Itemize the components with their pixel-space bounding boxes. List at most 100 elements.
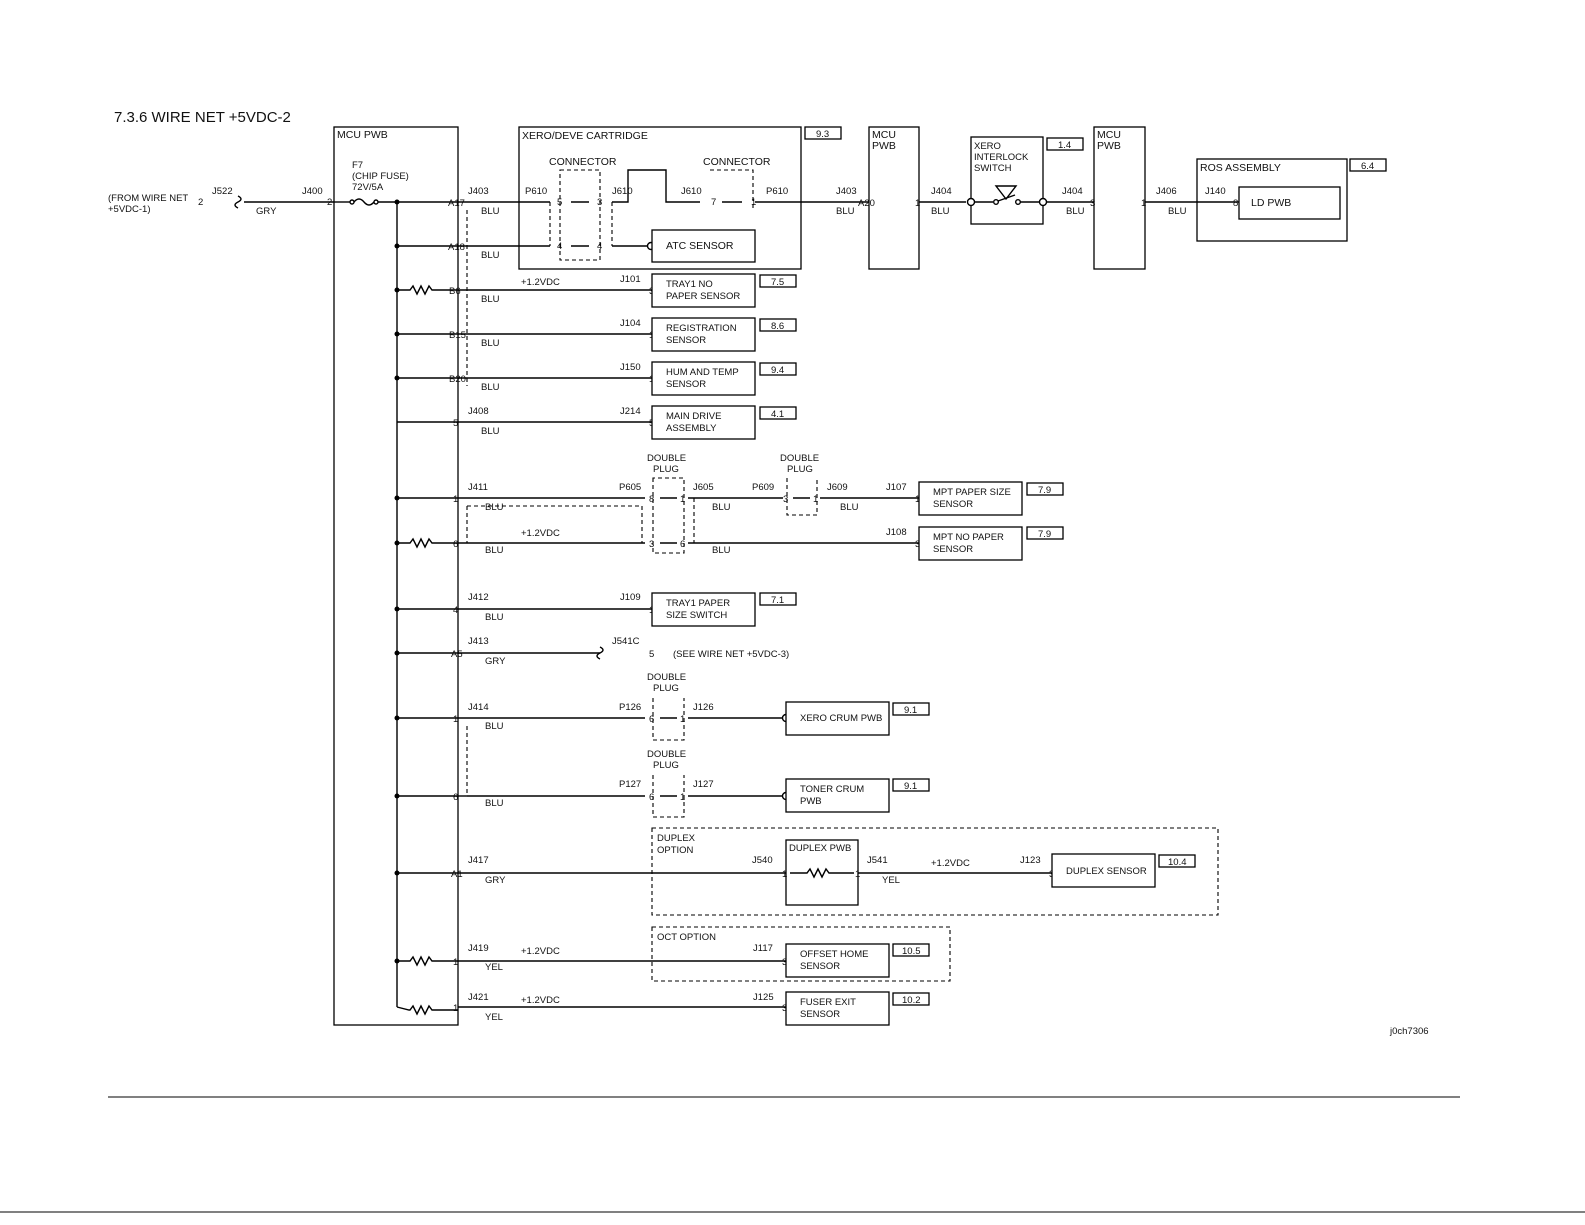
svg-text:6: 6 (649, 792, 654, 803)
svg-text:J214: J214 (620, 406, 641, 417)
svg-text:10.4: 10.4 (1168, 857, 1187, 868)
source-label-2: +5VDC-1) (108, 204, 151, 215)
fuser-branch: 1 J421 YEL +1.2VDC J125 3 FUSER EXIT SEN… (453, 991, 930, 1026)
svg-text:DOUBLE: DOUBLE (647, 749, 686, 760)
svg-text:3: 3 (782, 957, 787, 968)
svg-text:OFFSET HOME: OFFSET HOME (800, 949, 868, 960)
branch-j408: 5 J408 BLU J214 5 MAIN DRIVE ASSEMBLY 4.… (453, 405, 797, 440)
svg-text:PLUG: PLUG (653, 760, 679, 771)
svg-text:7: 7 (711, 197, 716, 208)
svg-text:J421: J421 (468, 992, 489, 1003)
svg-text:6: 6 (649, 714, 654, 725)
registration-sensor-box (651, 317, 756, 352)
svg-text:DUPLEX PWB: DUPLEX PWB (789, 843, 851, 854)
svg-text:J404: J404 (931, 186, 952, 197)
svg-text:+1.2VDC: +1.2VDC (521, 528, 560, 539)
svg-text:9.1: 9.1 (904, 781, 917, 792)
tray1-no-paper-sensor-box (651, 273, 756, 308)
toner-crum-pwb-box (785, 778, 890, 813)
fuser-exit-sensor-box (785, 991, 890, 1026)
svg-text:J126: J126 (693, 702, 714, 713)
svg-text:1: 1 (453, 494, 458, 505)
svg-text:HUM AND TEMP: HUM AND TEMP (666, 367, 739, 378)
svg-text:1: 1 (751, 197, 756, 208)
svg-text:BLU: BLU (836, 206, 855, 217)
svg-text:PLUG: PLUG (653, 464, 679, 475)
svg-text:J403: J403 (836, 186, 857, 197)
atc-sensor-box (651, 229, 756, 263)
svg-text:7.9: 7.9 (1038, 485, 1051, 496)
svg-text:4: 4 (597, 241, 602, 252)
p610-label-2: P610 (766, 186, 788, 197)
svg-text:J540: J540 (752, 855, 773, 866)
svg-text:MCU: MCU (1097, 129, 1121, 141)
duplex-option: DUPLEX OPTION A1 J417 GRY J540 1 DUPLEX … (451, 827, 1219, 916)
svg-text:DOUBLE: DOUBLE (647, 672, 686, 683)
svg-text:YEL: YEL (485, 962, 503, 973)
hum-temp-sensor-box (651, 361, 756, 396)
svg-text:5: 5 (649, 649, 654, 660)
svg-text:J104: J104 (620, 318, 641, 329)
svg-text:SENSOR: SENSOR (800, 1009, 840, 1020)
svg-text:J411: J411 (468, 482, 488, 493)
svg-text:GRY: GRY (485, 656, 506, 667)
svg-text:1: 1 (782, 869, 787, 880)
svg-text:J413: J413 (468, 636, 489, 647)
svg-text:BLU: BLU (712, 545, 731, 556)
svg-text:6.4: 6.4 (1361, 161, 1374, 172)
svg-text:J414: J414 (468, 702, 489, 713)
svg-text:BLU: BLU (481, 338, 500, 349)
ros-ref-badge (1349, 158, 1387, 172)
p610-label: P610 (525, 186, 547, 197)
svg-text:+1.2VDC: +1.2VDC (521, 995, 560, 1006)
svg-text:1: 1 (453, 1003, 458, 1014)
svg-text:DUPLEX SENSOR: DUPLEX SENSOR (1066, 866, 1147, 877)
svg-text:YEL: YEL (882, 875, 900, 886)
svg-text:OCT OPTION: OCT OPTION (657, 932, 716, 943)
svg-text:BLU: BLU (485, 612, 504, 623)
svg-text:BLU: BLU (481, 294, 500, 305)
connector-label-1: CONNECTOR (549, 156, 617, 168)
ros-assembly-box (1196, 158, 1348, 242)
svg-text:A20: A20 (858, 198, 875, 209)
mcu-pwb-box-2 (868, 126, 920, 270)
svg-text:J404: J404 (1062, 186, 1083, 197)
svg-text:J108: J108 (886, 527, 907, 538)
mpt-section: DOUBLE PLUG DOUBLE PLUG J411 1 6 BLU BLU… (453, 453, 1064, 561)
svg-text:B15: B15 (449, 330, 466, 341)
svg-text:PLUG: PLUG (787, 464, 813, 475)
ld-pwb-box (1238, 186, 1341, 220)
figure-id: j0ch7306 (1389, 1026, 1429, 1037)
svg-text:+1.2VDC: +1.2VDC (521, 277, 560, 288)
svg-text:GRY: GRY (485, 875, 506, 886)
svg-text:10.5: 10.5 (902, 946, 921, 957)
svg-text:BLU: BLU (485, 798, 504, 809)
svg-text:7.5: 7.5 (771, 277, 784, 288)
svg-text:J125: J125 (753, 992, 774, 1003)
svg-text:1: 1 (680, 792, 685, 803)
svg-text:OPTION: OPTION (657, 845, 694, 856)
svg-text:B20: B20 (449, 374, 466, 385)
svg-text:1: 1 (453, 957, 458, 968)
switch-icon (993, 198, 1000, 205)
svg-text:BLU: BLU (481, 206, 500, 217)
pin-a18: A18 (448, 242, 465, 253)
pin-a17: A17 (448, 198, 465, 209)
svg-text:7.9: 7.9 (1038, 529, 1051, 540)
connector-label-2: CONNECTOR (703, 156, 771, 168)
svg-text:DOUBLE: DOUBLE (647, 453, 686, 464)
svg-text:TRAY1 PAPER: TRAY1 PAPER (666, 598, 730, 609)
xero-deve-label: XERO/DEVE CARTRIDGE (522, 130, 648, 142)
page-title: 7.3.6 WIRE NET +5VDC-2 (114, 109, 291, 126)
svg-text:INTERLOCK: INTERLOCK (974, 152, 1029, 163)
source-label-1: (FROM WIRE NET (108, 193, 188, 204)
svg-text:BLU: BLU (1066, 206, 1085, 217)
svg-text:DUPLEX: DUPLEX (657, 833, 696, 844)
interlock-ref-badge (1046, 137, 1084, 151)
svg-text:1: 1 (915, 198, 920, 209)
svg-text:FUSER EXIT: FUSER EXIT (800, 997, 856, 1008)
svg-text:XERO: XERO (974, 141, 1001, 152)
j403-label: J403 (468, 186, 489, 197)
svg-text:3: 3 (649, 539, 654, 550)
